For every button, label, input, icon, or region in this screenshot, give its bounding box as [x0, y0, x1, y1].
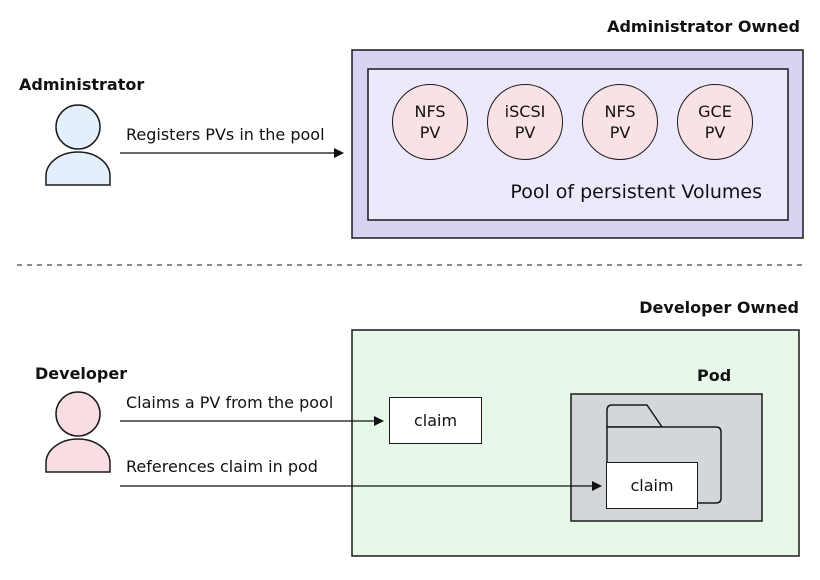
- claims-arrow-label: Claims a PV from the pool: [126, 393, 334, 412]
- developer-owned-title: Developer Owned: [639, 298, 799, 317]
- volume-kind: PV: [419, 123, 441, 142]
- volume-nfs-1: NFS PV: [392, 84, 468, 160]
- volume-kind: PV: [514, 123, 536, 142]
- volume-kind: PV: [609, 123, 631, 142]
- claim-box: claim: [389, 397, 482, 444]
- pod-title: Pod: [697, 366, 732, 385]
- volume-gce: GCE PV: [677, 84, 753, 160]
- administrator-person-icon: [45, 104, 111, 186]
- developer-person-icon: [45, 391, 111, 473]
- volume-kind: PV: [704, 123, 726, 142]
- pool-caption: Pool of persistent Volumes: [510, 181, 762, 203]
- pod-claim-box: claim: [606, 462, 698, 509]
- administrator-label: Administrator: [19, 75, 145, 94]
- developer-label: Developer: [35, 364, 128, 383]
- admin-owned-title: Administrator Owned: [607, 17, 800, 36]
- volume-type: GCE: [698, 102, 732, 121]
- volume-type: iSCSI: [504, 102, 546, 121]
- registers-arrow-label: Registers PVs in the pool: [126, 125, 325, 144]
- volume-iscsi: iSCSI PV: [487, 84, 563, 160]
- volume-nfs-2: NFS PV: [582, 84, 658, 160]
- volume-type: NFS: [604, 102, 636, 121]
- volume-type: NFS: [414, 102, 446, 121]
- references-arrow-label: References claim in pod: [126, 457, 318, 476]
